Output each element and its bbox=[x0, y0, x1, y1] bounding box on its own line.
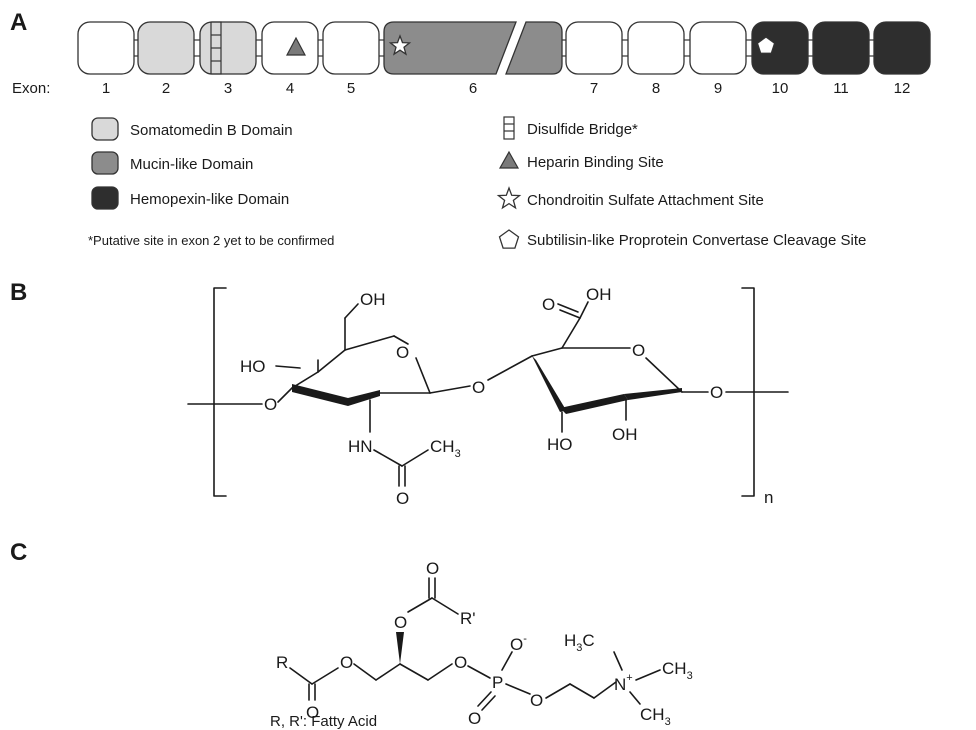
phosphate-o-minus: O- bbox=[510, 633, 527, 654]
ring1-oh: OH bbox=[360, 290, 386, 309]
exon-10-box bbox=[751, 21, 809, 75]
right-o: O bbox=[710, 383, 723, 402]
ester-o-top: O bbox=[394, 613, 407, 632]
exon-6-left-part bbox=[383, 21, 517, 75]
phosphate-o-double: O bbox=[468, 709, 481, 728]
panel-label-a: A bbox=[10, 9, 27, 36]
exon-number: 7 bbox=[590, 80, 598, 97]
left-o: O bbox=[264, 395, 277, 414]
legend-label-disulfide: Disulfide Bridge* bbox=[527, 121, 638, 138]
cooh-oh: OH bbox=[586, 285, 612, 304]
ring1-wedge-left bbox=[292, 384, 348, 406]
disulfide-bridge-icon bbox=[210, 21, 222, 75]
legend-swatch-somatomedin bbox=[91, 117, 119, 141]
exon-8-box bbox=[627, 21, 685, 75]
exon-number: 10 bbox=[772, 80, 789, 97]
acetyl-ch3: CH3 bbox=[430, 437, 461, 460]
legend-label-somatomedin: Somatomedin B Domain bbox=[130, 122, 293, 139]
exon-number: 1 bbox=[102, 80, 110, 97]
ring2-oh: OH bbox=[612, 425, 638, 444]
triangle-icon bbox=[286, 36, 306, 56]
methyl-bottom: CH3 bbox=[640, 705, 671, 728]
r-group: R bbox=[276, 653, 288, 672]
panel-label-c: C bbox=[10, 539, 27, 566]
methyl-right: CH3 bbox=[662, 659, 693, 682]
legend-label-convertase: Subtilisin-like Proprotein Convertase Cl… bbox=[527, 232, 866, 249]
exon-map bbox=[77, 21, 931, 75]
left-bracket bbox=[213, 287, 227, 497]
hyaluronan-structure: n O O HO OH HN O CH3 O bbox=[187, 285, 789, 508]
exon-11-box bbox=[812, 21, 870, 75]
exon-4-box bbox=[261, 21, 319, 75]
r-prime: R' bbox=[460, 609, 476, 628]
fatty-acid-caption: R, R': Fatty Acid bbox=[270, 713, 377, 730]
exon-number: 12 bbox=[894, 80, 911, 97]
legend-label-chondroitin: Chondroitin Sulfate Attachment Site bbox=[527, 192, 764, 209]
pentagon-icon bbox=[756, 36, 776, 54]
legend-swatch-hemopexin bbox=[91, 186, 119, 210]
legend-swatch-mucin bbox=[91, 151, 119, 175]
exon-7-box bbox=[565, 21, 623, 75]
exon-number: 3 bbox=[224, 80, 232, 97]
exon-connectors bbox=[134, 39, 874, 57]
pentagon-icon bbox=[498, 229, 520, 249]
ammonium-n: N+ bbox=[614, 672, 633, 694]
exon-6-right-part bbox=[505, 21, 563, 75]
phosphatidylcholine-structure: R O O O O R' O P O- O O N+ H3C CH bbox=[270, 559, 693, 730]
phosphorus: P bbox=[492, 673, 503, 692]
ring2-wedge-mid bbox=[560, 394, 628, 414]
glycosidic-o: O bbox=[472, 378, 485, 397]
top-carbonyl-o: O bbox=[426, 559, 439, 578]
disulfide-bridge-icon bbox=[503, 116, 515, 140]
star-icon bbox=[388, 34, 412, 56]
ring2-wedge-left bbox=[532, 356, 566, 412]
exon-number: 9 bbox=[714, 80, 722, 97]
triangle-icon bbox=[498, 150, 520, 169]
legend-label-heparin: Heparin Binding Site bbox=[527, 154, 664, 171]
exon-number: 6 bbox=[469, 80, 477, 97]
exon-2-box bbox=[137, 21, 195, 75]
exon-number: 4 bbox=[286, 80, 294, 97]
exon-3-box bbox=[199, 21, 257, 75]
phosphate-o3: O bbox=[530, 691, 543, 710]
exon-number: 8 bbox=[652, 80, 660, 97]
exon-1-box bbox=[77, 21, 135, 75]
star-icon bbox=[496, 186, 522, 210]
exon-9-box bbox=[689, 21, 747, 75]
ring1-wedge-mid bbox=[348, 390, 380, 406]
exon-5-box bbox=[322, 21, 380, 75]
ester-o1: O bbox=[340, 653, 353, 672]
exon-axis-label: Exon: bbox=[12, 80, 50, 97]
chiral-wedge bbox=[396, 632, 404, 664]
exon-12-box bbox=[873, 21, 931, 75]
ring2-wedge-right bbox=[624, 388, 682, 400]
acetyl-carbonyl-o: O bbox=[396, 489, 409, 508]
methyl-h3c: H3C bbox=[564, 631, 595, 654]
exon-number: 2 bbox=[162, 80, 170, 97]
ring2-o: O bbox=[632, 341, 645, 360]
ring2-ho: HO bbox=[547, 435, 573, 454]
hn-label: HN bbox=[348, 437, 373, 456]
ring1-o: O bbox=[396, 343, 409, 362]
legend-sites: Disulfide Bridge* Heparin Binding Site C… bbox=[496, 116, 866, 249]
panel-label-b: B bbox=[10, 279, 27, 306]
exon-number: 5 bbox=[347, 80, 355, 97]
exon-number: 11 bbox=[833, 80, 849, 97]
cooh-o: O bbox=[542, 295, 555, 314]
ring1-ho: HO bbox=[240, 357, 266, 376]
legend-label-hemopexin: Hemopexin-like Domain bbox=[130, 191, 289, 208]
footnote: *Putative site in exon 2 yet to be confi… bbox=[88, 233, 334, 248]
ester-carbonyl-o: O bbox=[306, 703, 319, 722]
legend-domains: Somatomedin B Domain Mucin-like Domain H… bbox=[88, 117, 334, 248]
legend-label-mucin: Mucin-like Domain bbox=[130, 156, 253, 173]
ester-o2: O bbox=[454, 653, 467, 672]
repeat-n: n bbox=[764, 488, 773, 507]
